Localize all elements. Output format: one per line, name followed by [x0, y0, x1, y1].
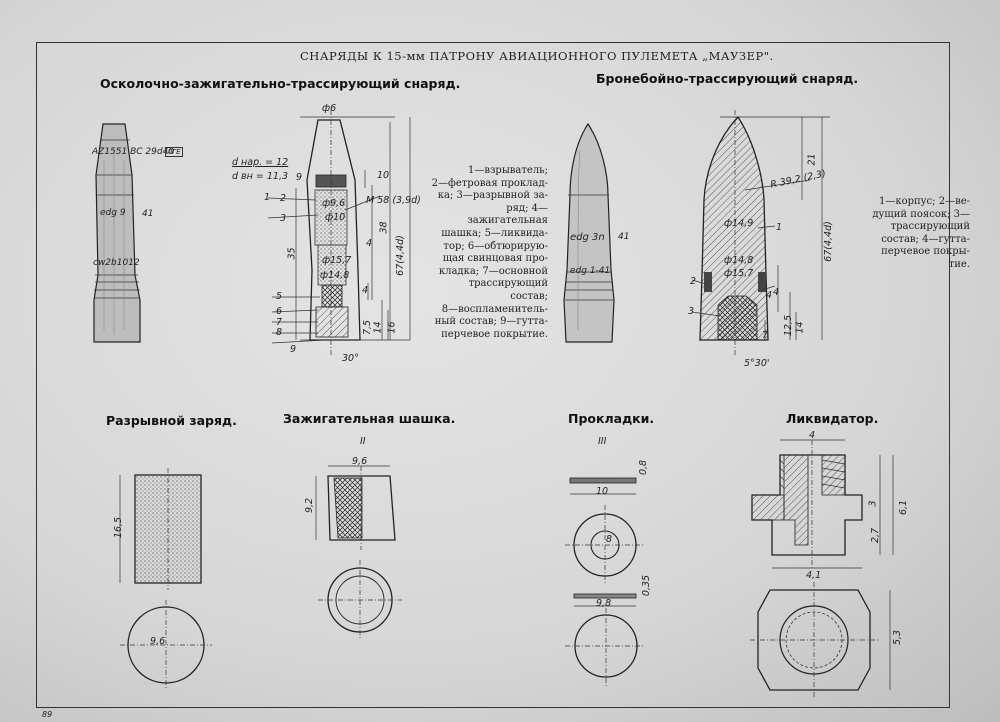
apt-shell-section [691, 110, 830, 355]
dim-heit-67: 67(4,4d) [394, 235, 406, 276]
roman-iii: III [598, 436, 607, 447]
callout-heit-3: 3 [280, 213, 287, 224]
dim-heit-dnar: d нар. = 12 [232, 157, 289, 168]
section-title-incendiary-pellet: Зажигательная шашка. [283, 411, 456, 426]
callout-heit-8: 8 [276, 327, 283, 338]
marking-apt-low: edg 1-41 [570, 266, 611, 276]
dim-burst-165: 16,5 [113, 516, 125, 539]
dim-incend-92: 9,2 [304, 497, 316, 514]
incendiary-pellet-drawing [315, 465, 402, 640]
dim-heit-dvn: d вн = 11,3 [232, 171, 289, 182]
dim-liq-3: 3 [867, 500, 879, 507]
dim-apt-21: 21 [806, 153, 818, 166]
section-title-heit: Осколочно-зажигательно-трассирующий снар… [100, 76, 461, 91]
heit-shell-section [267, 110, 411, 355]
callout-heit-7: 7 [276, 317, 283, 328]
callout-heit-9: 9 [290, 344, 297, 355]
dim-apt-phi149: ф14,9 [724, 218, 754, 229]
section-title-apt: Бронебойно-трассирующий снаряд. [596, 71, 859, 86]
apt-shell-exterior [563, 122, 615, 343]
dim-heit-75: 7,5 [362, 319, 374, 336]
callout-heit-1: 1 [264, 192, 271, 203]
dim-heit-phi96: ф9,6 [322, 198, 346, 209]
burst-charge-drawing [119, 468, 212, 690]
callout-heit-5: 5 [276, 291, 283, 302]
dim-heit-m58: M 58 (3,9d) [366, 195, 421, 206]
dim-apt-phi148: ф14,8 [724, 255, 754, 266]
dim-heit-16: 16 [386, 321, 398, 334]
legend-heit: 1—взрыватель; 2—фетровая проклад- ка; 3—… [431, 165, 548, 340]
drawing-frame [36, 42, 950, 708]
dim-apt-7: 7 [762, 330, 769, 341]
dim-heit-phi157: ф15,7 [322, 255, 352, 266]
dim-heit-30deg: 30° [342, 353, 359, 364]
page-number: 89 [42, 710, 53, 719]
dim-gasket-035: 0,35 [641, 574, 653, 597]
dim-heit-10: 10 [377, 170, 390, 181]
dim-heit-phi10: ф10 [325, 212, 346, 223]
callout-heit-6: 6 [276, 306, 283, 317]
marking-apt-mid: edg 3n [570, 232, 605, 243]
dim-burst-96: 9,6 [150, 636, 166, 647]
marking-heit-box: ЛГЕ [165, 147, 183, 157]
dim-liq-61: 6,1 [898, 499, 910, 516]
dim-incend-96: 9,6 [352, 456, 368, 467]
gaskets-drawing [565, 477, 645, 688]
dim-apt-67: 67(4,4d) [822, 221, 834, 262]
dim-heit-phi148: ф14,8 [320, 270, 350, 281]
dim-gasket-98: 9,8 [596, 598, 612, 609]
dim-heit-35: 35 [286, 247, 298, 260]
dim-apt-5deg30: 5°30' [744, 358, 770, 369]
dim-liq-4: 4 [809, 430, 816, 441]
sheet-title: СНАРЯДЫ К 15-мм ПАТРОНУ АВИАЦИОННОГО ПУЛ… [300, 49, 774, 63]
dim-heit-phi6: ф6 [322, 103, 337, 114]
callout-heit-4: 4 [366, 238, 373, 249]
dim-apt-125: 12,5 [783, 314, 795, 337]
dim-apt-4: 4 [773, 287, 780, 298]
marking-heit-41: 41 [142, 209, 154, 219]
dim-gasket-10: 10 [596, 486, 609, 497]
section-title-liquidator: Ликвидатор. [786, 411, 879, 426]
callout-apt-2: 2 [690, 276, 697, 287]
legend-apt: 1—корпус; 2—ве- дущий поясок; 3—трассиру… [872, 196, 970, 270]
callout-heit-2: 2 [280, 193, 287, 204]
section-title-gaskets: Прокладки. [568, 411, 655, 426]
heit-shell-exterior [93, 123, 141, 343]
dim-heit-4: 4 [362, 285, 369, 296]
dim-apt-14: 14 [794, 321, 806, 334]
dim-heit-9: 9 [296, 172, 303, 183]
marking-apt-41: 41 [618, 232, 630, 242]
roman-ii: II [360, 436, 366, 447]
callout-apt-4: 4 [766, 290, 773, 301]
callout-apt-1: 1 [776, 222, 783, 233]
section-title-burst-charge: Разрывной заряд. [106, 413, 237, 428]
liquidator-drawing [750, 439, 894, 698]
dim-heit-14: 14 [372, 321, 384, 334]
marking-heit-mid: edg 9 [100, 208, 126, 218]
marking-heit-low: cw2b1012 [93, 258, 140, 268]
marking-heit-top: AZ1551 ВС 29d40 [92, 147, 175, 157]
dim-heit-38: 38 [378, 221, 390, 234]
callout-apt-3: 3 [688, 306, 695, 317]
dim-liq-27: 2,7 [870, 527, 882, 544]
dim-gasket-08: 0,8 [638, 459, 650, 476]
dim-apt-phi157: ф15,7 [724, 268, 754, 279]
dim-gasket-8: 8 [606, 534, 613, 545]
dim-liq-41: 4,1 [806, 570, 822, 581]
dim-liq-53: 5,3 [892, 629, 904, 646]
